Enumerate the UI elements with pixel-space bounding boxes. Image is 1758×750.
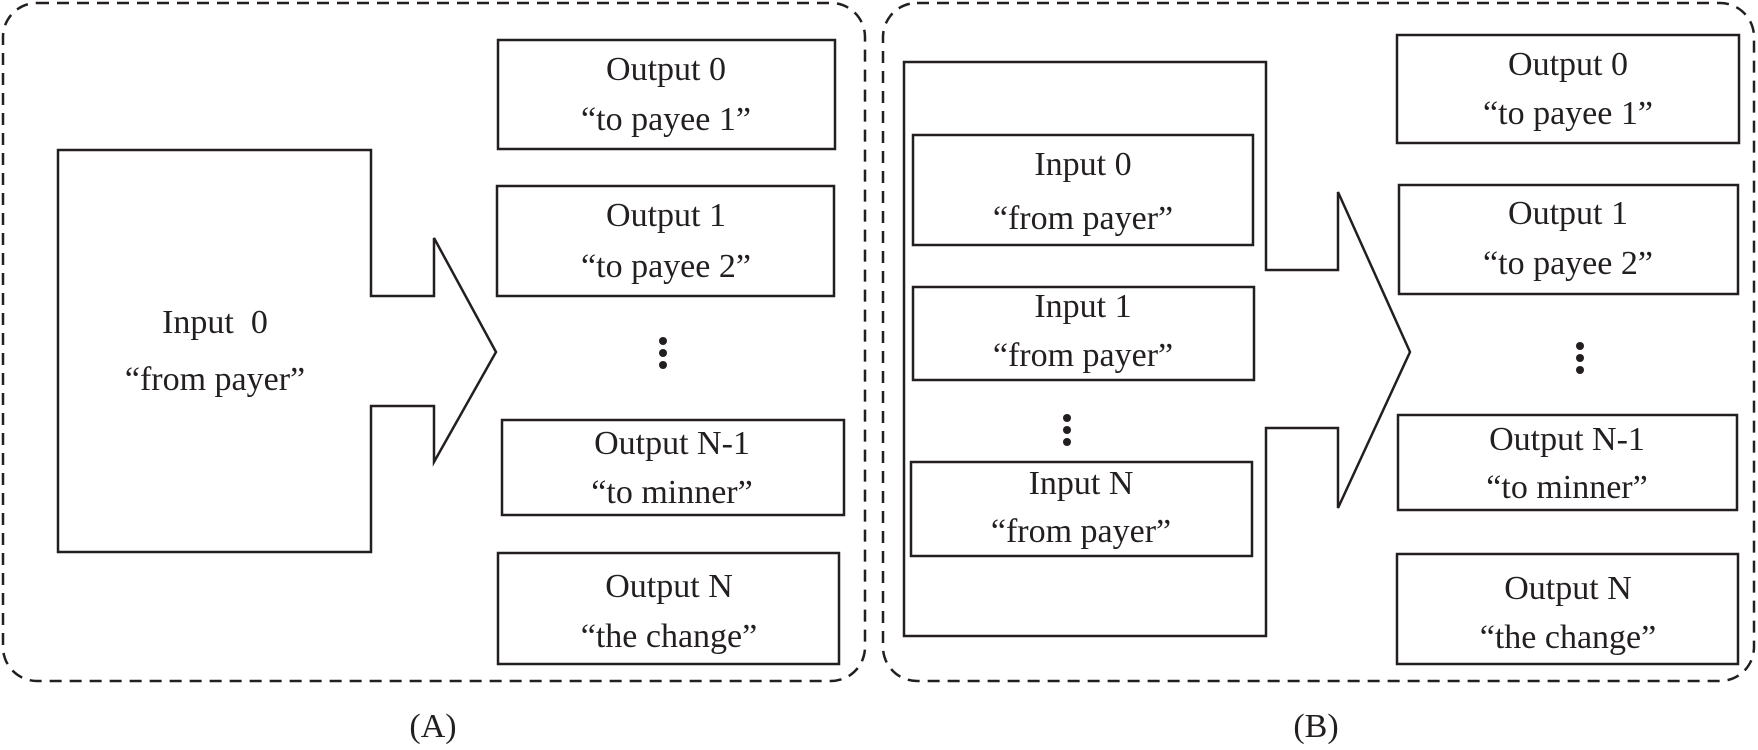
panel-b-input-subtitle: “from payer” <box>991 513 1171 550</box>
panel-b-input-ellipsis <box>1063 414 1071 446</box>
panel-b-input-subtitle: “from payer” <box>993 337 1173 374</box>
panel-a-output-title: Output 1 <box>606 197 726 234</box>
panel-a-output-subtitle: “the change” <box>581 618 758 655</box>
panel-a-input-arrow <box>56 148 498 554</box>
panel-b-input-subtitle: “from payer” <box>993 200 1173 237</box>
panel-a-output-box: Output N-1 “to minner” <box>500 418 846 517</box>
panel-b-output-title: Output N <box>1504 570 1632 607</box>
panel-b-input-title: Input 1 <box>1034 288 1131 325</box>
panel-a-input-subtitle: “from payer” <box>125 361 305 398</box>
panel-b-output-subtitle: “to payee 2” <box>1483 245 1653 282</box>
panel-b-output-ellipsis <box>1576 342 1584 374</box>
panel-a-border <box>1 1 867 683</box>
panel-a-output-title: Output N-1 <box>594 425 750 462</box>
panel-b-input-box: Input N “from payer” <box>909 460 1254 558</box>
panel-b-output-box: Output N “the change” <box>1395 552 1740 666</box>
panel-b-input-title: Input N <box>1029 465 1134 502</box>
panel-a-output-box: Output 0 “to payee 1” <box>496 38 837 151</box>
panel-b-input-box: Input 0 “from payer” <box>911 133 1255 247</box>
panel-b-output-box: Output N-1 “to minner” <box>1396 413 1739 512</box>
panel-b-input-box: Input 1 “from payer” <box>911 285 1256 382</box>
panel-a-output-title: Output N <box>605 568 733 605</box>
panel-b-output-title: Output 1 <box>1508 195 1628 232</box>
panel-b-border <box>881 1 1756 683</box>
panel-b-caption: (B) <box>1293 708 1338 745</box>
panel-a-output-box: Output N “the change” <box>496 551 841 666</box>
panel-a-input-title: Input 0 <box>162 304 268 341</box>
panel-b-output-title: Output 0 <box>1508 46 1628 83</box>
panel-a-output-box: Output 1 “to payee 2” <box>495 184 836 298</box>
panel-b-output-subtitle: “to minner” <box>1486 469 1647 506</box>
panel-a-output-subtitle: “to minner” <box>591 474 752 511</box>
panel-a-output-title: Output 0 <box>606 51 726 88</box>
panel-b-output-title: Output N-1 <box>1489 421 1645 458</box>
panel-a: Input 0 “from payer” Output 0 “to payee … <box>1 1 867 683</box>
panel-a-caption: (A) <box>409 708 456 745</box>
panel-a-output-subtitle: “to payee 2” <box>581 248 751 285</box>
panel-b-output-subtitle: “the change” <box>1480 619 1657 656</box>
panel-a-ellipsis <box>659 337 667 369</box>
panel-b-output-box: Output 1 “to payee 2” <box>1397 183 1740 296</box>
panel-a-output-subtitle: “to payee 1” <box>581 101 751 138</box>
panel-b: Input 0 “from payer” Input 1 “from payer… <box>881 1 1756 683</box>
panel-b-output-subtitle: “to payee 1” <box>1483 95 1653 132</box>
panel-b-output-box: Output 0 “to payee 1” <box>1395 33 1741 145</box>
panel-b-input-title: Input 0 <box>1034 146 1131 183</box>
